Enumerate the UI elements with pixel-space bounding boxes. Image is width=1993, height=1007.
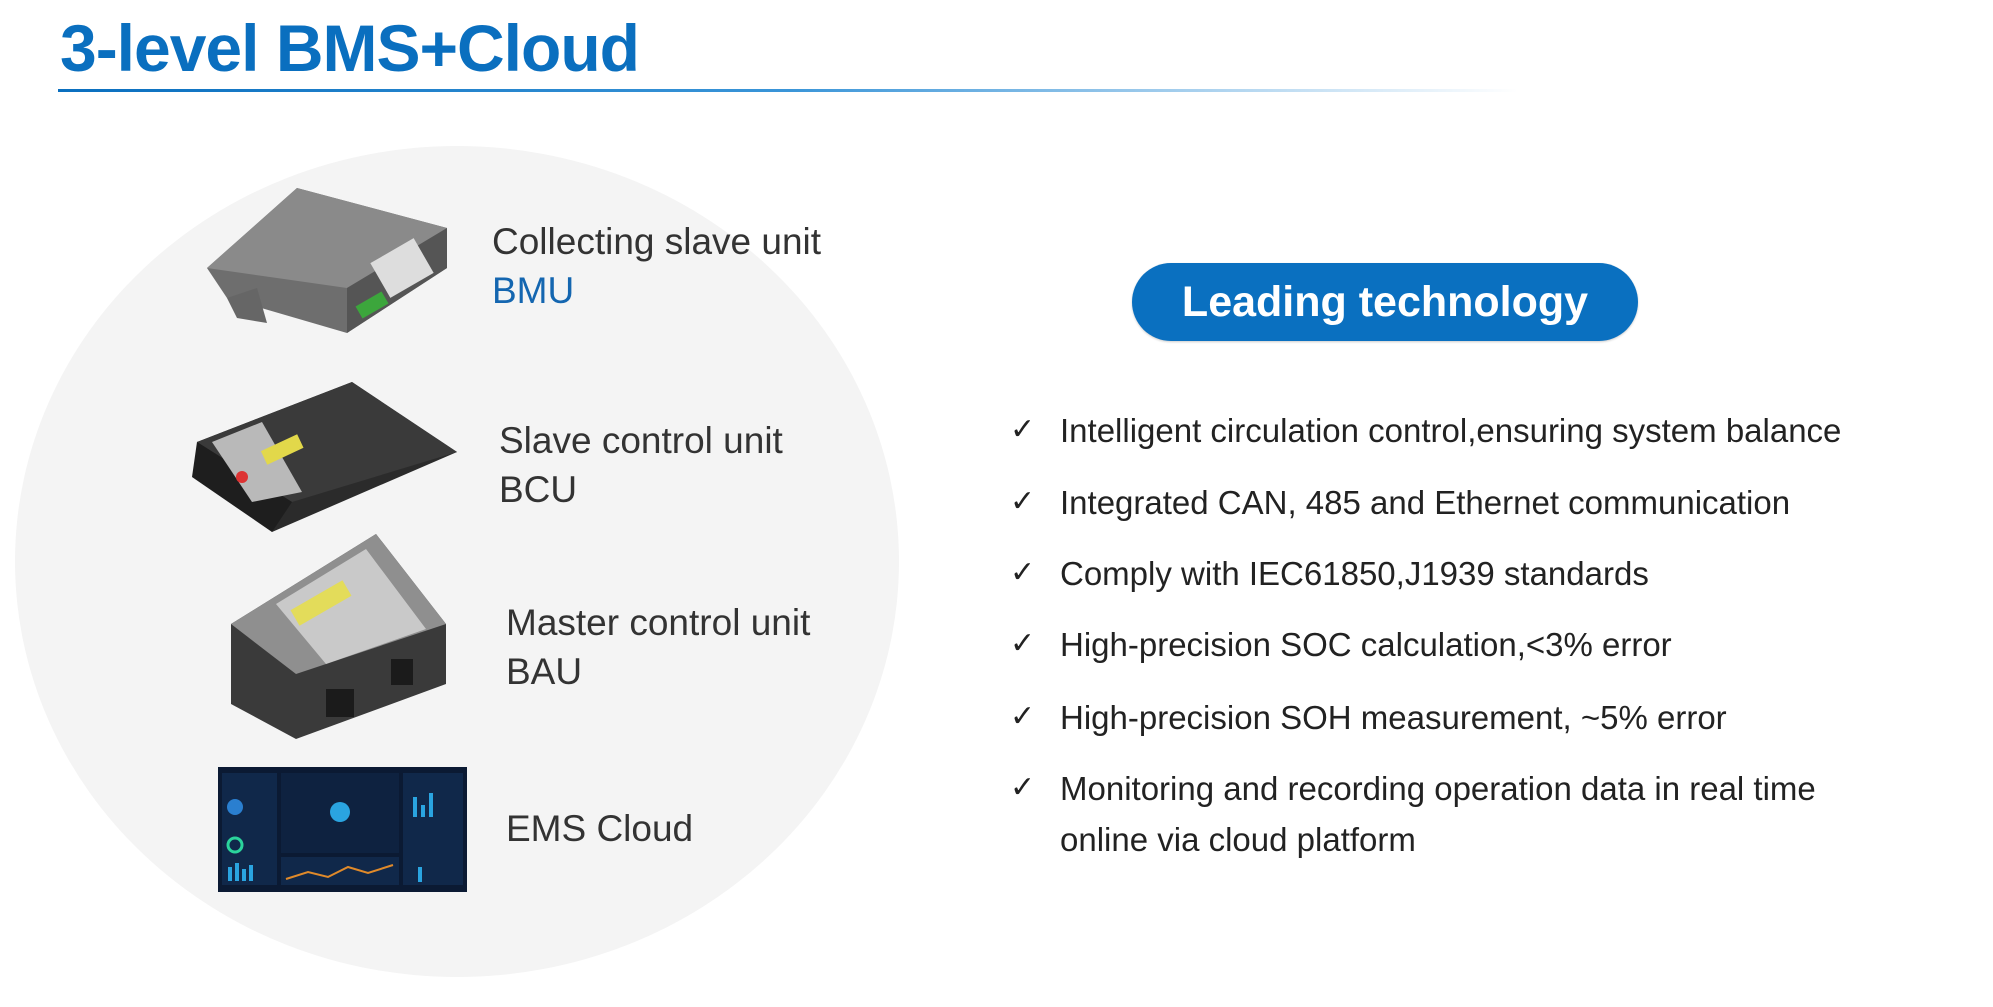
bcu-code: BCU (499, 469, 578, 510)
bau-code: BAU (506, 651, 583, 692)
feature-item-continued: online via cloud platform (1060, 821, 1416, 858)
bcu-label: Slave control unit (499, 420, 783, 461)
bau-device-image (231, 534, 446, 739)
check-icon: ✓ (1010, 700, 1036, 733)
bmu-label: Collecting slave unit (492, 221, 822, 262)
check-icon: ✓ (1010, 485, 1036, 518)
bmu-device-image (207, 188, 447, 333)
check-icon: ✓ (1010, 627, 1036, 660)
check-icon: ✓ (1010, 413, 1036, 446)
bmu-code: BMU (492, 270, 575, 311)
check-icon: ✓ (1010, 771, 1036, 804)
feature-item: Monitoring and recording operation data … (1060, 770, 1816, 807)
check-icon: ✓ (1010, 556, 1036, 589)
title-underline (58, 89, 1518, 92)
feature-item: Integrated CAN, 485 and Ethernet communi… (1060, 484, 1791, 521)
leading-technology-badge: Leading technology (1132, 263, 1638, 341)
ems-dashboard-image (218, 767, 467, 892)
ems-label: EMS Cloud (506, 808, 694, 849)
feature-item: High-precision SOH measurement, ~5% erro… (1060, 699, 1727, 736)
bcu-device-image (192, 382, 457, 532)
bau-label: Master control unit (506, 602, 811, 643)
feature-item: Intelligent circulation control,ensuring… (1060, 412, 1842, 449)
page-title: 3-level BMS+Cloud (60, 11, 640, 85)
feature-item: High-precision SOC calculation,<3% error (1060, 626, 1672, 663)
feature-item: Comply with IEC61850,J1939 standards (1060, 555, 1649, 592)
